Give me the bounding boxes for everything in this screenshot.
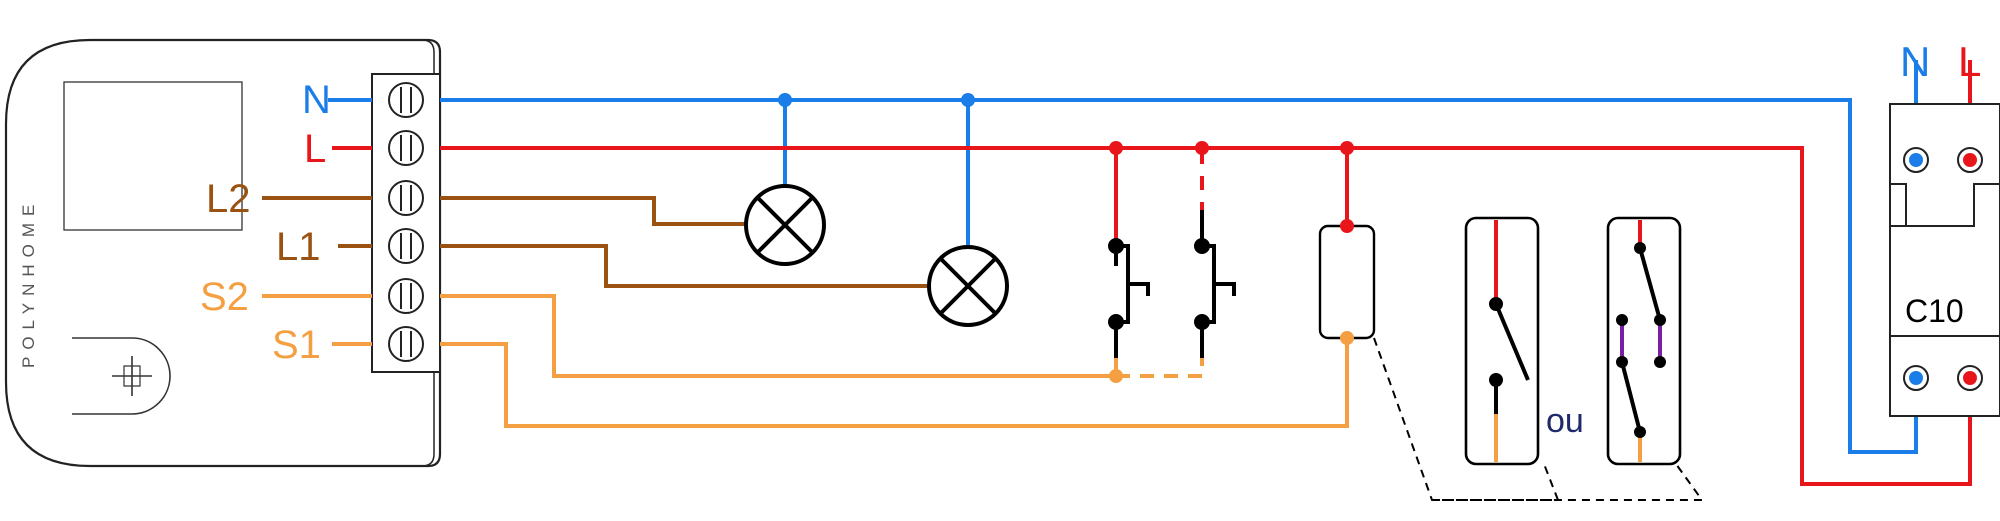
polynhome-module: POLYNHOME — [4, 38, 442, 468]
label-s2: S2 — [200, 275, 249, 319]
switch-box — [1318, 219, 1704, 501]
wire-neutral — [440, 98, 1918, 454]
label-n: N — [302, 78, 331, 122]
switch-variant-simple — [1464, 216, 1540, 466]
terminal-screws — [388, 82, 424, 362]
terminal-labels: N L L2 L1 S2 S1 N L — [200, 38, 1981, 367]
junction-s2 — [1109, 369, 1123, 383]
switch-box-leader — [1373, 337, 1704, 501]
terminal-screw — [388, 130, 424, 166]
label-l1: L1 — [276, 225, 321, 269]
lamp-l1 — [927, 245, 1009, 327]
terminal-screw — [388, 228, 424, 264]
plus-icon — [112, 356, 152, 396]
module-body — [4, 38, 442, 468]
junction-neutral-1 — [778, 93, 792, 107]
terminal-screw — [388, 180, 424, 216]
wire-s2 — [440, 294, 1118, 378]
label-s1: S1 — [272, 323, 321, 367]
mounting-clip — [72, 337, 171, 415]
pushbutton-1 — [1108, 238, 1150, 358]
alternative-label: ou — [1546, 402, 1584, 440]
wire-l2 — [440, 196, 746, 226]
wire-s1 — [440, 336, 1349, 428]
junctions — [778, 93, 1354, 383]
lamp-l2 — [744, 184, 826, 266]
module-window — [63, 81, 243, 231]
label-l: L — [304, 127, 326, 171]
terminal-screw — [388, 326, 424, 362]
breaker-label-l: L — [1958, 38, 1981, 85]
circuit-breaker: C10 — [1889, 103, 2000, 417]
wire-s2-dashed — [1116, 330, 1204, 378]
wire-l1 — [440, 244, 928, 288]
breaker-label-n: N — [1900, 38, 1930, 85]
junction-live-1 — [1109, 141, 1123, 155]
pushbutton-2 — [1194, 210, 1236, 358]
switch-variant-two-way — [1606, 216, 1682, 466]
switch-box-frame — [1318, 224, 1376, 340]
breaker-rating: C10 — [1905, 293, 1964, 329]
junction-neutral-2 — [961, 93, 975, 107]
brand-label: POLYNHOME — [19, 198, 38, 368]
wires — [262, 60, 1972, 486]
junction-live-2 — [1195, 141, 1209, 155]
terminal-screw — [388, 82, 424, 118]
terminal-screw — [388, 278, 424, 314]
label-l2: L2 — [206, 177, 251, 221]
terminal-block — [371, 73, 441, 373]
junction-live-3 — [1340, 141, 1354, 155]
